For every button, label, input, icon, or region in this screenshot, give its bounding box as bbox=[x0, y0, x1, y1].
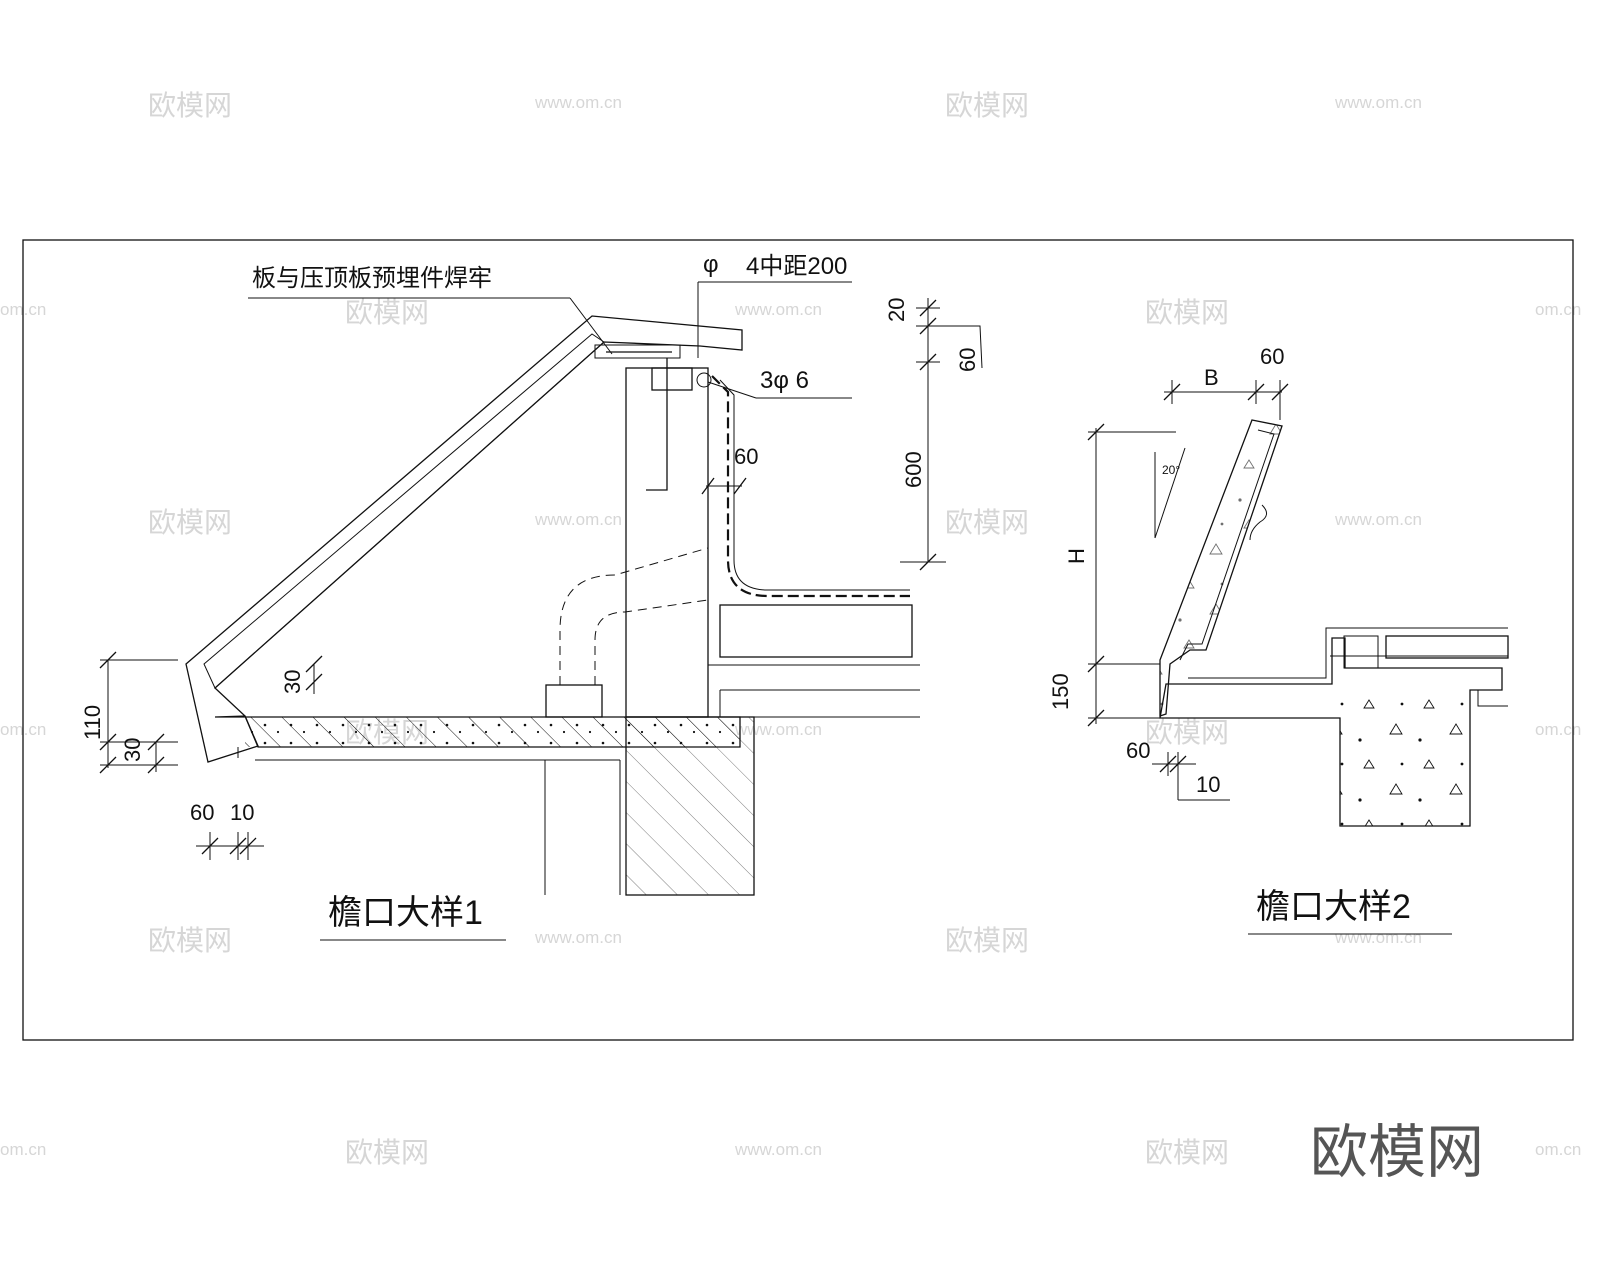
bar-note: 3φ 6 bbox=[760, 367, 809, 394]
watermark-url: www.om.cn bbox=[534, 93, 622, 112]
dim-60-top-2: 60 bbox=[1260, 344, 1284, 369]
insulation-2 bbox=[1385, 635, 1509, 659]
anchor-bar bbox=[646, 358, 668, 491]
dim-10-bottom-2: 10 bbox=[1196, 772, 1220, 797]
dim-60-bottom: 60 bbox=[190, 800, 214, 825]
watermark-cn: 欧模网 bbox=[945, 925, 1029, 956]
drain-outlet bbox=[545, 684, 603, 718]
watermark-cn: 欧模网 bbox=[345, 1137, 429, 1168]
dim-10-bottom: 10 bbox=[230, 800, 254, 825]
watermark-url: www.om.cn bbox=[1334, 510, 1422, 529]
detail-1: 板与压顶板预埋件焊牢 φ 4中距200 3φ 6 20 60 600 60 11… bbox=[80, 251, 983, 941]
dim-600: 600 bbox=[901, 451, 926, 488]
watermark-cn: 欧模网 bbox=[148, 507, 232, 538]
bar-hook bbox=[1249, 504, 1267, 541]
watermark-url: www.om.cn bbox=[534, 510, 622, 529]
watermark-url: om.cn bbox=[1535, 300, 1581, 319]
dim-20: 20 bbox=[884, 298, 909, 322]
dim-150: 150 bbox=[1048, 673, 1073, 710]
dim-H: H bbox=[1064, 548, 1089, 564]
detail-2-title: 檐口大样2 bbox=[1256, 888, 1411, 926]
watermark-cn: 欧模网 bbox=[945, 90, 1029, 121]
roof-slab bbox=[707, 664, 920, 718]
watermark-url: om.cn bbox=[0, 1140, 46, 1159]
angle-label: 20° bbox=[1162, 463, 1180, 477]
dim-60-top: 60 bbox=[955, 348, 980, 372]
watermark-cn: 欧模网 bbox=[345, 297, 429, 328]
dim-60-side: 60 bbox=[734, 444, 758, 469]
watermark-url: www.om.cn bbox=[734, 720, 822, 739]
brand-logo: 欧模网 bbox=[1310, 1120, 1484, 1185]
drawing-frame bbox=[22, 239, 1574, 1041]
watermark-cn: 欧模网 bbox=[945, 507, 1029, 538]
cornice-slope bbox=[185, 315, 743, 763]
watermark-cn: 欧模网 bbox=[1145, 297, 1229, 328]
watermark-url: www.om.cn bbox=[1334, 93, 1422, 112]
weld-note: 板与压顶板预埋件焊牢 bbox=[252, 265, 492, 292]
waterproof-membrane bbox=[711, 375, 910, 598]
dim-30-left: 30 bbox=[120, 738, 145, 762]
watermark-layer: 欧模网 www.om.cn 欧模网 www.om.cn om.cn 欧模网 ww… bbox=[0, 90, 1581, 1168]
watermark-url: om.cn bbox=[1535, 720, 1581, 739]
watermark-url: om.cn bbox=[1535, 1140, 1581, 1159]
dim-110: 110 bbox=[80, 705, 105, 740]
roof-insulation bbox=[719, 604, 913, 658]
watermark-url: www.om.cn bbox=[534, 928, 622, 947]
watermark-cn: 欧模网 bbox=[148, 925, 232, 956]
drain-pipe bbox=[559, 547, 709, 685]
dim-30-inner: 30 bbox=[280, 670, 305, 694]
dim-60-bottom-2: 60 bbox=[1126, 738, 1150, 763]
dim-B: B bbox=[1204, 365, 1219, 390]
embedded-block bbox=[651, 367, 693, 391]
watermark-url: www.om.cn bbox=[1334, 928, 1422, 947]
detail-2: 20° B 60 H 150 60 10 檐口大样2 bbox=[1048, 344, 1509, 935]
watermark-url: www.om.cn bbox=[734, 1140, 822, 1159]
rebar-phi: φ bbox=[703, 251, 719, 278]
rebar-note: 4中距200 bbox=[746, 253, 847, 280]
detail-1-title: 檐口大样1 bbox=[328, 894, 483, 932]
watermark-url: www.om.cn bbox=[734, 300, 822, 319]
watermark-cn: 欧模网 bbox=[1145, 1137, 1229, 1168]
watermark-cn: 欧模网 bbox=[148, 90, 232, 121]
watermark-cn: 欧模网 bbox=[1145, 717, 1229, 748]
